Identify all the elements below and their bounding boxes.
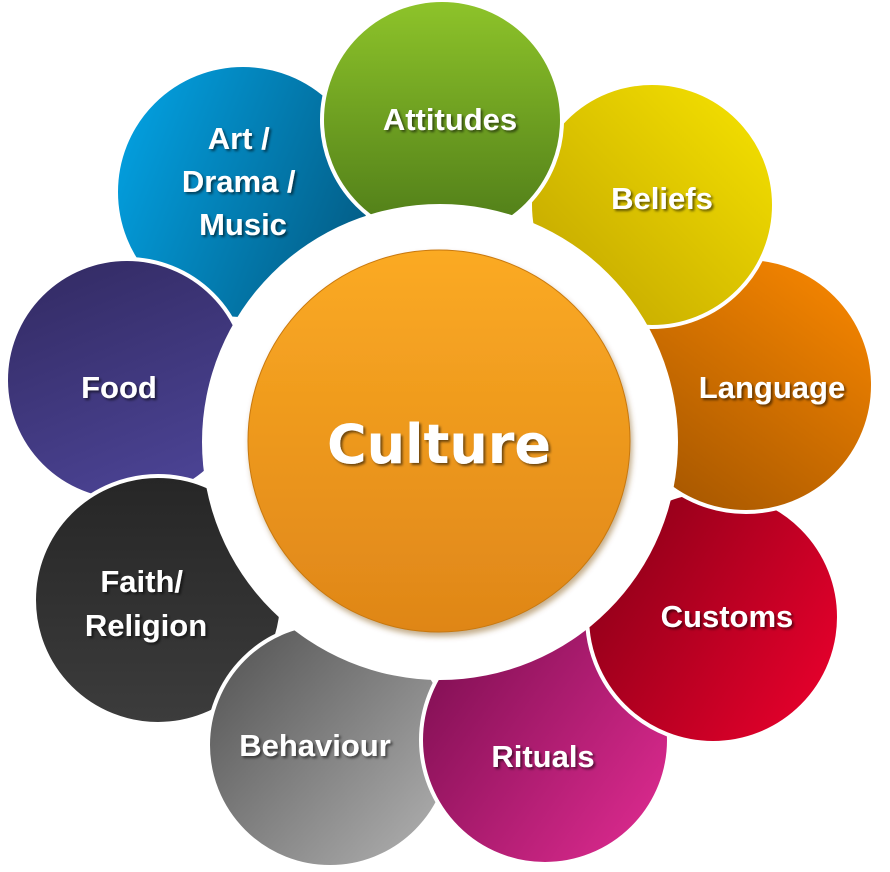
label-beliefs: Beliefs — [611, 181, 713, 216]
label-art: Art / Drama / Music — [182, 121, 304, 242]
label-customs: Customs — [661, 599, 794, 634]
center-label: Culture — [327, 413, 551, 476]
label-food: Food — [81, 370, 157, 405]
label-language: Language — [699, 370, 845, 405]
label-behaviour: Behaviour — [239, 728, 391, 763]
label-rituals: Rituals — [491, 739, 594, 774]
label-faith-religion: Faith/ Religion — [85, 564, 207, 643]
center-circle — [247, 249, 631, 633]
label-attitudes: Attitudes — [383, 102, 517, 137]
